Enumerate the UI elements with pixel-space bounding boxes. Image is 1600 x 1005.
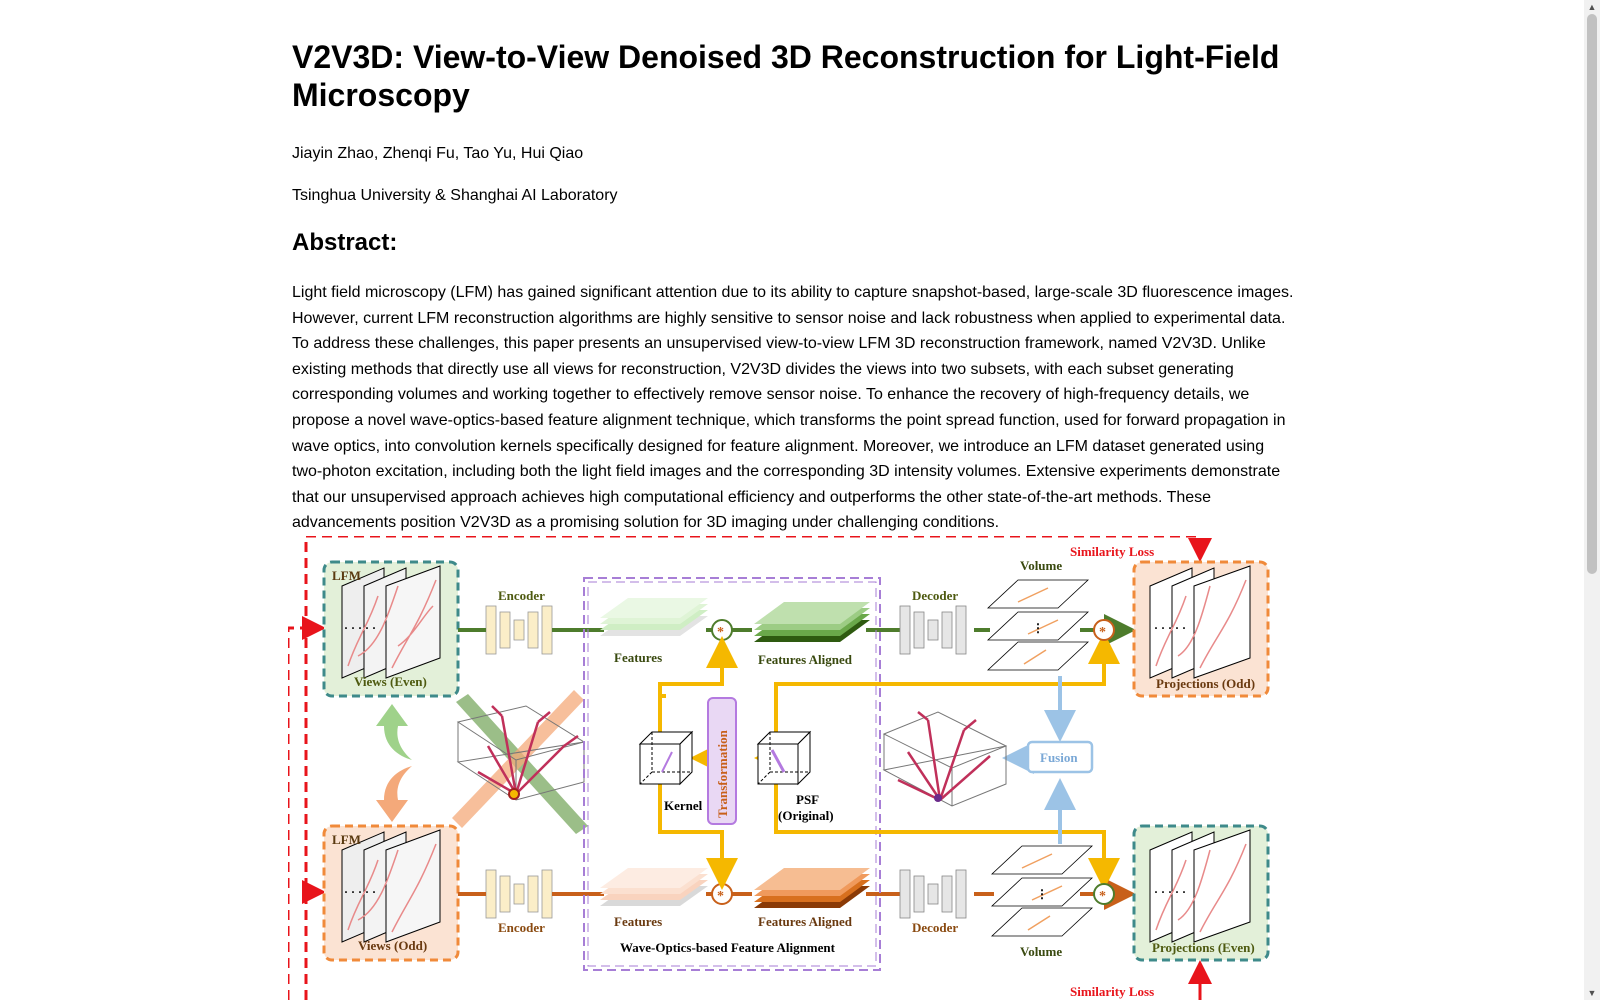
fusion-arrows bbox=[1002, 676, 1076, 844]
similarity-loss-bottom-label: Similarity Loss bbox=[1070, 984, 1154, 999]
encoder-bottom bbox=[485, 869, 553, 919]
psf-label-line1: PSF bbox=[796, 792, 819, 807]
neuron-3d-left bbox=[456, 705, 586, 801]
conv-circle-top-proj bbox=[1093, 619, 1115, 641]
encoder-top bbox=[485, 605, 553, 655]
similarity-loss-loop bbox=[286, 534, 1212, 1000]
volume-bottom-dots: ⋮ bbox=[1036, 887, 1048, 901]
features-top-label: Features bbox=[614, 650, 662, 665]
feature-alignment-region bbox=[583, 577, 881, 971]
conv-symbol-top-proj: * bbox=[1099, 625, 1106, 640]
views-even-label: Views (Even) bbox=[354, 674, 427, 689]
volume-top-label: Volume bbox=[1020, 558, 1062, 573]
fusion-box: Fusion bbox=[1026, 740, 1094, 774]
dots-bottom-lfm: · · · · · bbox=[344, 885, 376, 899]
psf-label-line2: (Original) bbox=[778, 808, 834, 823]
features-bottom-label: Features bbox=[614, 914, 662, 929]
abstract-heading: Abstract: bbox=[292, 229, 398, 256]
psf-cube bbox=[756, 730, 812, 786]
paper-page: V2V3D: View-to-View Denoised 3D Reconstr… bbox=[292, 0, 1296, 536]
kernel-cube bbox=[638, 730, 694, 786]
volume-bottom-label: Volume bbox=[1020, 944, 1062, 959]
vertical-scrollbar[interactable]: ▲ ▼ bbox=[1584, 0, 1600, 1000]
projections-odd-label: Projections (Odd) bbox=[1156, 676, 1255, 691]
conv-symbol-bottom-align: * bbox=[717, 889, 724, 904]
scroll-down-arrow-icon[interactable]: ▼ bbox=[1587, 988, 1597, 998]
encoder-bottom-label: Encoder bbox=[498, 920, 545, 935]
decoder-bottom-label: Decoder bbox=[912, 920, 958, 935]
projections-even-box: · · · · · Projections (Even) bbox=[1132, 824, 1270, 962]
dots-bottom-proj: · · · · · bbox=[1154, 885, 1186, 899]
volume-top-dots: ⋮ bbox=[1032, 621, 1044, 635]
transformation-box: Transformation bbox=[707, 697, 737, 825]
paper-title: V2V3D: View-to-View Denoised 3D Reconstr… bbox=[292, 39, 1280, 113]
conv-circle-bottom-proj bbox=[1093, 883, 1115, 905]
lfm-top-label: LFM bbox=[332, 568, 361, 583]
paper-affiliation: Tsinghua University & Shanghai AI Labora… bbox=[292, 187, 618, 204]
features-aligned-top-label: Features Aligned bbox=[758, 652, 853, 667]
abstract-text: Light field microscopy (LFM) has gained … bbox=[292, 284, 1294, 532]
views-odd-label: Views (Odd) bbox=[358, 938, 427, 953]
features-aligned-bottom-label: Features Aligned bbox=[758, 914, 853, 929]
decoder-bottom bbox=[899, 869, 967, 919]
features-top-stack bbox=[600, 598, 708, 636]
projections-even-label: Projections (Even) bbox=[1152, 940, 1255, 955]
method-figure: Similarity Loss Similarity Loss LFM · · … bbox=[286, 534, 1300, 1000]
dots-top-lfm: · · · · · bbox=[344, 621, 376, 635]
dots-top-proj: · · · · · bbox=[1154, 621, 1186, 635]
cross-swap-illustration bbox=[452, 690, 588, 834]
decoder-top bbox=[899, 605, 967, 655]
projections-odd-box: · · · · · Projections (Odd) bbox=[1132, 560, 1270, 698]
volume-top-slices: ⋮ bbox=[986, 579, 1090, 671]
kernel-label: Kernel bbox=[664, 798, 703, 813]
scrollbar-thumb[interactable] bbox=[1587, 14, 1597, 574]
conv-symbol-bottom-proj: * bbox=[1099, 889, 1106, 904]
neuron-3d-fused bbox=[882, 711, 1008, 807]
features-aligned-bottom-stack bbox=[754, 868, 870, 908]
features-bottom-stack bbox=[600, 868, 708, 906]
features-aligned-top-stack bbox=[754, 602, 870, 642]
lfm-views-even-box: LFM · · · · · Views (Even) bbox=[322, 560, 460, 698]
lf-image-stack-top bbox=[341, 565, 441, 679]
view-swap-arrows bbox=[376, 704, 412, 822]
transformation-label: Transformation bbox=[715, 729, 730, 818]
encoder-top-label: Encoder bbox=[498, 588, 545, 603]
wave-optics-label: Wave-Optics-based Feature Alignment bbox=[620, 940, 836, 955]
scroll-up-arrow-icon[interactable]: ▲ bbox=[1587, 2, 1597, 12]
figure-svg: Similarity Loss Similarity Loss LFM · · … bbox=[286, 534, 1270, 1000]
fusion-label: Fusion bbox=[1040, 750, 1078, 765]
feature-alignment-region-inner bbox=[587, 581, 877, 967]
paper-authors: Jiayin Zhao, Zhenqi Fu, Tao Yu, Hui Qiao bbox=[292, 145, 584, 162]
psf-arrows bbox=[774, 632, 1120, 890]
conv-symbol-top-align: * bbox=[717, 625, 724, 640]
lfm-views-odd-box: LFM · · · · · Views (Odd) bbox=[322, 824, 460, 962]
lfm-bottom-label: LFM bbox=[332, 832, 361, 847]
decoder-top-label: Decoder bbox=[912, 588, 958, 603]
volume-bottom-slices: ⋮ bbox=[990, 845, 1094, 937]
similarity-loss-top-label: Similarity Loss bbox=[1070, 544, 1154, 559]
